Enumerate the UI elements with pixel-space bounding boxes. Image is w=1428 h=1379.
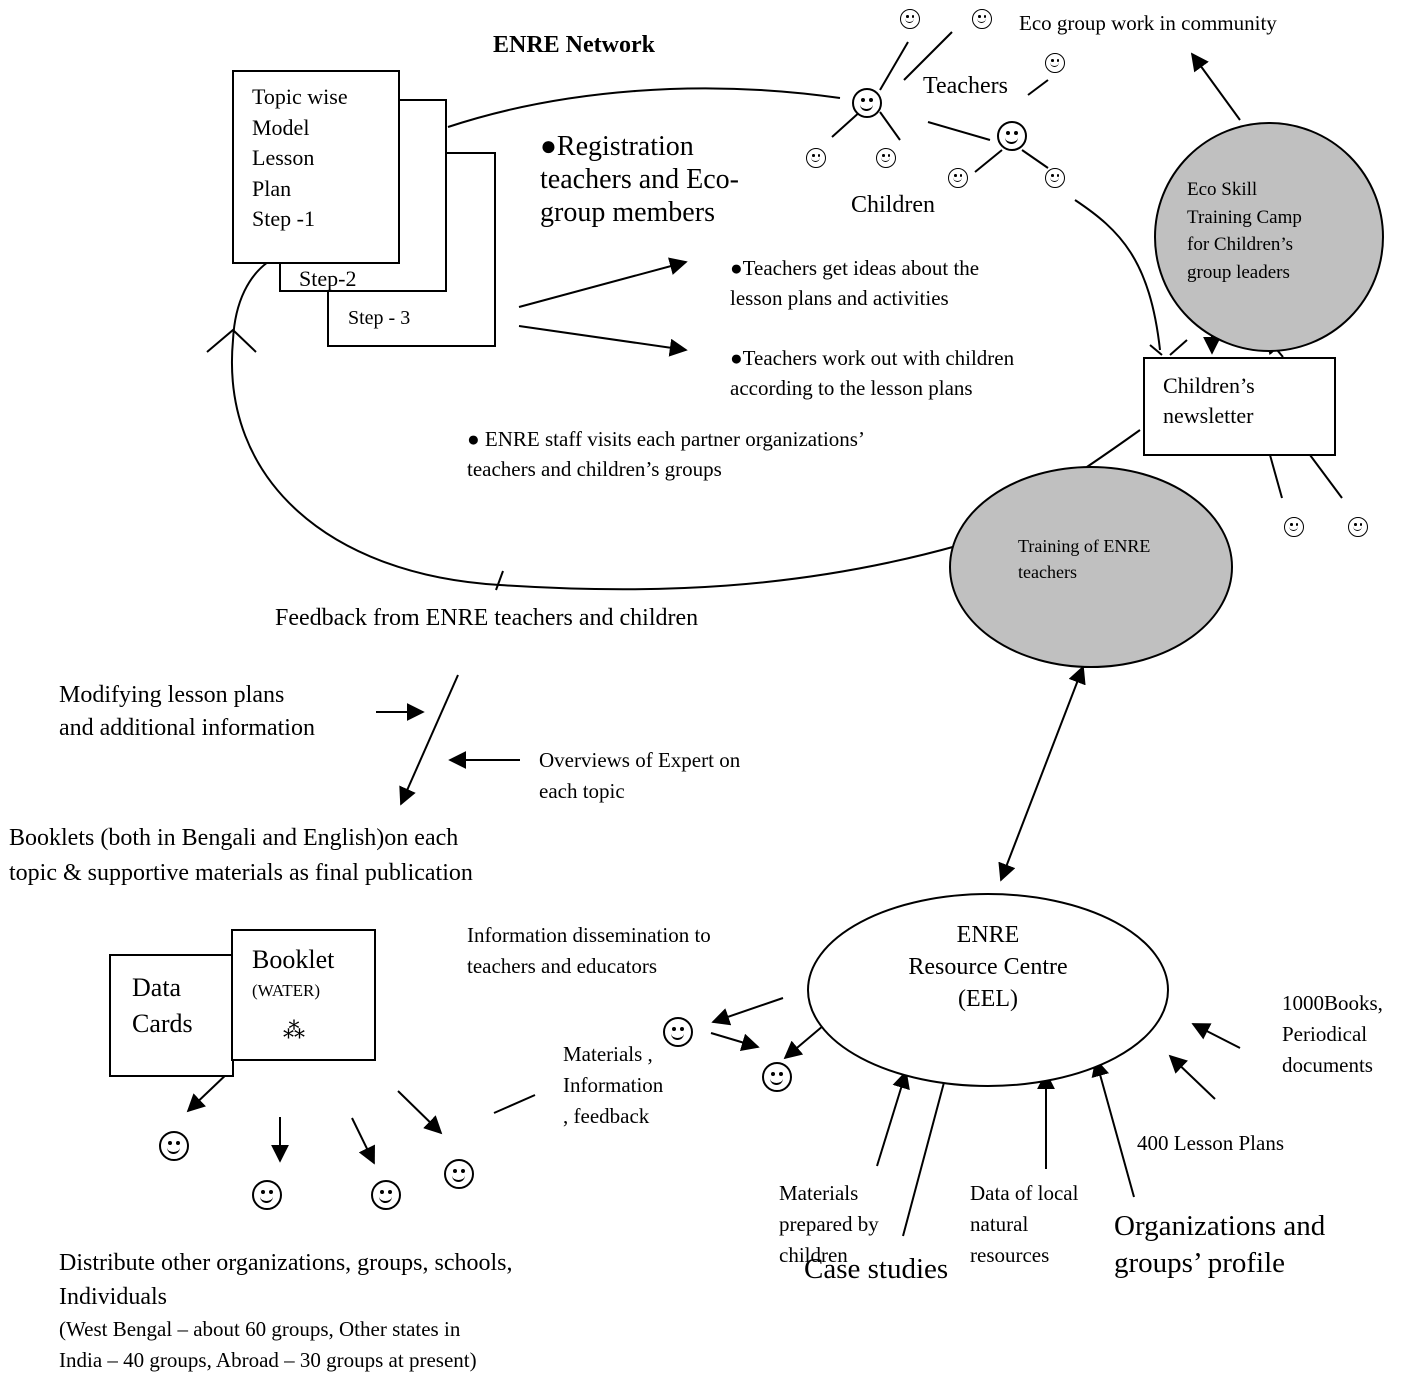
info-dissemination-text: Information dissemination to teachers an… <box>467 923 711 978</box>
loop-arrowhead <box>206 328 257 353</box>
arrow-training-centre <box>998 665 1086 882</box>
smiley-icon <box>972 9 992 29</box>
tree-line <box>927 121 991 141</box>
case-studies-line <box>902 1059 951 1237</box>
step3-label: Step - 3 <box>348 307 411 329</box>
arrow-centre-smiley <box>711 997 784 1026</box>
arrow-materials-centre <box>710 1032 760 1052</box>
smiley-icon <box>252 1180 282 1210</box>
teacher-smiley-icon <box>997 121 1027 151</box>
resource-centre-text: ENRE Resource Centre (EEL) <box>908 922 1068 1012</box>
case-studies-label: Case studies <box>804 1253 949 1285</box>
smiley-icon <box>371 1180 401 1210</box>
data-local-text: Data of local natural resources <box>970 1181 1079 1267</box>
smiley-icon <box>806 148 826 168</box>
step1-line: Step -1 <box>252 206 315 231</box>
registration-text: ●Registration teachers and Eco- group me… <box>540 131 739 228</box>
resource-centre-ellipse <box>807 893 1169 1087</box>
step1-line: Model <box>252 114 310 140</box>
step1-box: Topic wise Model Lesson Plan Step -1 <box>232 70 400 264</box>
step1-line: Topic wise <box>252 84 348 109</box>
bullet-ideas: ●Teachers get ideas about the lesson pla… <box>730 256 980 310</box>
tree-line <box>903 31 953 81</box>
arrow-feedback-booklets <box>399 674 459 806</box>
arrow-booklet-smiley4 <box>397 1090 443 1135</box>
booklet-subtitle: (WATER) <box>252 981 320 1000</box>
arrow-eco-community <box>1190 52 1241 121</box>
smiley-icon <box>444 1159 474 1189</box>
network-loop-right <box>1074 199 1161 351</box>
step1-line: Lesson <box>252 145 315 170</box>
smiley-icon <box>1045 53 1065 73</box>
step1-line: Plan <box>252 175 292 201</box>
teacher-smiley-icon <box>852 88 882 118</box>
smiley-icon <box>876 148 896 168</box>
books-text: 1000Books, Periodical documents <box>1282 991 1383 1077</box>
arrow-materials-children <box>876 1070 910 1167</box>
booklet-title: Booklet <box>252 945 335 974</box>
smiley-icon <box>159 1131 189 1161</box>
newsletter-box: Children’s newsletter <box>1143 357 1336 456</box>
distribute-text: Distribute other organizations, groups, … <box>59 1250 513 1310</box>
arrow-lesson400 <box>1168 1054 1216 1100</box>
tree-line <box>974 149 1003 173</box>
fan-line <box>1169 339 1188 356</box>
smiley-icon <box>762 1062 792 1092</box>
training-text: Training of ENRE teachers <box>1018 536 1151 582</box>
bullet-visits: ● ENRE staff visits each partner organiz… <box>467 427 865 481</box>
smiley-icon <box>1348 517 1368 537</box>
eco-camp-text: Eco Skill Training Camp for Children’s g… <box>1187 179 1302 283</box>
children-label: Children <box>851 192 935 218</box>
smiley-icon <box>663 1017 693 1047</box>
tree-line <box>879 111 901 141</box>
tree-line <box>879 41 909 91</box>
data-cards-box: Data Cards <box>109 954 234 1077</box>
eco-camp-circle <box>1154 122 1384 352</box>
fan-line <box>1309 454 1343 499</box>
eco-group-label: Eco group work in community <box>1019 11 1277 35</box>
distribute-detail: (West Bengal – about 60 groups, Other st… <box>59 1317 477 1372</box>
bullet-workout: ●Teachers work out with children accordi… <box>730 346 1015 400</box>
arrow-to-workout <box>518 325 688 357</box>
fan-line <box>1269 454 1283 499</box>
arrow-books <box>1191 1023 1241 1049</box>
materials-info-text: Materials , Information , feedback <box>563 1042 664 1128</box>
network-loop-top <box>447 87 841 128</box>
fan-line <box>1149 344 1163 356</box>
step2-label: Step-2 <box>299 266 357 291</box>
booklets-text: Booklets (both in Bengali and English)on… <box>9 825 473 886</box>
feedback-label: Feedback from ENRE teachers and children <box>275 605 699 631</box>
arrow-booklet-smiley3 <box>351 1117 375 1165</box>
overviews-text: Overviews of Expert on each topic <box>539 748 741 803</box>
lesson-plans-400: 400 Lesson Plans <box>1137 1131 1284 1155</box>
training-ellipse <box>949 466 1233 668</box>
materials-children-text: Materials prepared by children <box>779 1181 879 1267</box>
modifying-text: Modifying lesson plans and additional in… <box>59 682 315 741</box>
smiley-icon <box>948 168 968 188</box>
booklet-box: Booklet (WATER) ⁂ <box>231 929 376 1061</box>
tree-line <box>1027 79 1049 96</box>
diagram-title: ENRE Network <box>493 32 655 58</box>
smiley-icon <box>1284 517 1304 537</box>
smiley-icon <box>900 9 920 29</box>
tree-line <box>1021 149 1049 169</box>
fan-line <box>493 1094 536 1114</box>
arrow-to-ideas <box>518 257 688 308</box>
booklet-mark: ⁂ <box>283 1018 305 1043</box>
loop-tick <box>495 570 504 591</box>
arrow-org-profile <box>1091 1058 1135 1198</box>
org-profile-text: Organizations and groups’ profile <box>1114 1210 1326 1279</box>
teachers-label: Teachers <box>923 73 1008 99</box>
smiley-icon <box>1045 168 1065 188</box>
